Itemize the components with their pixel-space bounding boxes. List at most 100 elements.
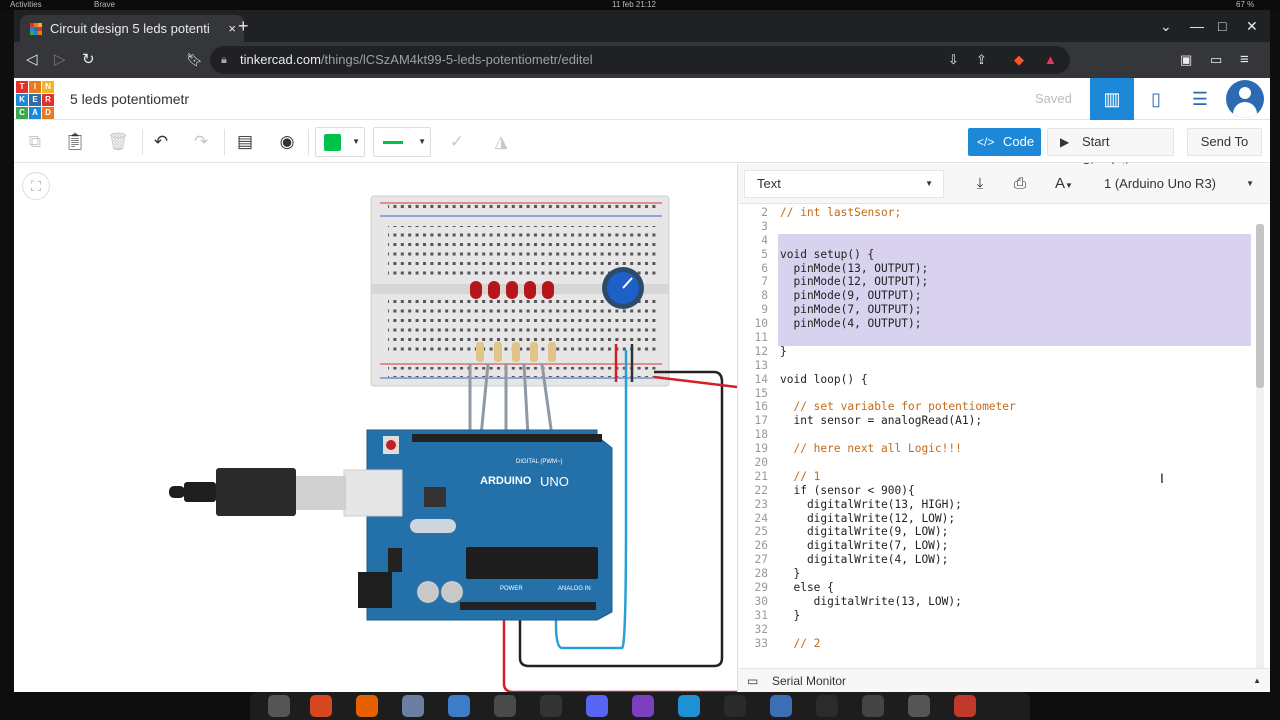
schematic-view-icon[interactable]: ▯	[1151, 89, 1161, 109]
paste-icon[interactable]: 📋︎	[64, 132, 86, 151]
activities-label[interactable]: Activities	[10, 0, 42, 9]
code-line[interactable]: 23 digitalWrite(13, HIGH);	[738, 498, 1258, 512]
component-list-icon[interactable]: ☰	[1191, 89, 1209, 109]
battery-status[interactable]: 67 %	[1236, 0, 1255, 9]
user-avatar[interactable]	[1226, 80, 1264, 118]
code-line[interactable]: 26 digitalWrite(7, LOW);	[738, 539, 1258, 553]
undo-icon[interactable]: ↶	[153, 132, 169, 151]
analog-wire[interactable]	[554, 350, 628, 650]
url-field[interactable]: 🔒︎ tinkercad.com/things/lCSzAM4kt99-5-le…	[210, 46, 1070, 74]
app-icon[interactable]	[954, 695, 976, 717]
maximize-icon[interactable]: □	[1218, 18, 1227, 34]
discord-icon[interactable]	[586, 695, 608, 717]
share-icon[interactable]: ⇪	[976, 52, 987, 67]
code-line[interactable]: 6 pinMode(13, OUTPUT);	[738, 262, 1258, 276]
code-mode-select[interactable]: Text▼	[744, 170, 944, 198]
mirror-icon[interactable]: ◮	[494, 132, 508, 151]
code-line[interactable]: 2// int lastSensor;	[738, 206, 1258, 220]
component-color-picker[interactable]: ▼	[315, 127, 365, 157]
font-size-icon[interactable]: A▼	[1055, 175, 1073, 192]
code-line[interactable]: 7 pinMode(12, OUTPUT);	[738, 275, 1258, 289]
text-editor-icon[interactable]	[448, 695, 470, 717]
code-line[interactable]: 20	[738, 456, 1258, 470]
code-line[interactable]: 33 // 2	[738, 637, 1258, 651]
code-line[interactable]: 12}	[738, 345, 1258, 359]
app-grid-icon[interactable]	[268, 695, 290, 717]
trash-icon[interactable]	[862, 695, 884, 717]
editor-scrollbar-track[interactable]	[1256, 224, 1264, 668]
copy-icon[interactable]: ⧉	[28, 132, 42, 151]
code-line[interactable]: 13	[738, 359, 1258, 373]
signal-wires[interactable]	[468, 363, 554, 437]
files-icon[interactable]	[402, 695, 424, 717]
tab-close-icon[interactable]: ×	[228, 21, 236, 36]
code-line[interactable]: 4	[738, 234, 1258, 248]
delete-icon[interactable]: 🗑︎	[107, 132, 129, 151]
code-line[interactable]: 3	[738, 220, 1258, 234]
brave-rewards-icon[interactable]: ▲	[1044, 52, 1057, 67]
terminal-icon[interactable]	[494, 695, 516, 717]
wire-type-picker[interactable]: ▼	[373, 127, 431, 157]
media-icon[interactable]	[632, 695, 654, 717]
bookmark-icon[interactable]: 🔖︎	[186, 52, 203, 67]
firefox-icon[interactable]	[356, 695, 378, 717]
code-line[interactable]: 32	[738, 623, 1258, 637]
clock[interactable]: 11 feb 21:12	[612, 0, 656, 9]
menu-icon[interactable]: ≡	[1240, 51, 1249, 68]
code-line[interactable]: 30 digitalWrite(13, LOW);	[738, 595, 1258, 609]
forward-icon[interactable]: ▷	[54, 51, 66, 68]
code-line[interactable]: 15	[738, 387, 1258, 401]
code-line[interactable]: 28 }	[738, 567, 1258, 581]
send-to-button[interactable]: Send To	[1187, 128, 1262, 156]
code-line[interactable]: 16 // set variable for potentiometer	[738, 400, 1258, 414]
code-line[interactable]: 27 digitalWrite(4, LOW);	[738, 553, 1258, 567]
breadboard[interactable]	[370, 195, 670, 387]
wallet-icon[interactable]: ▭	[1210, 52, 1223, 67]
brave-browser-icon[interactable]	[310, 695, 332, 717]
brave-shields-icon[interactable]: ◆	[1014, 52, 1024, 67]
code-line[interactable]: 18	[738, 428, 1258, 442]
rotate-icon[interactable]: ✓	[449, 132, 465, 151]
github-icon[interactable]	[724, 695, 746, 717]
device-select[interactable]: 1 (Arduino Uno R3)▼	[1098, 170, 1264, 198]
download-icon[interactable]: ⤓	[976, 175, 984, 192]
arduino-uno-board[interactable]: ARDUINO UNO DIGITAL (PWM~) POWER ANALOG …	[366, 429, 613, 621]
new-tab-button[interactable]: +	[238, 16, 249, 36]
settings-icon[interactable]	[540, 695, 562, 717]
editor-scrollbar-thumb[interactable]	[1256, 224, 1264, 388]
code-line[interactable]: 19 // here next all Logic!!!	[738, 442, 1258, 456]
code-line[interactable]: 22 if (sensor < 900){	[738, 484, 1258, 498]
code-line[interactable]: 21 // 1	[738, 470, 1258, 484]
redo-icon[interactable]: ↷	[193, 132, 209, 151]
back-icon[interactable]: ◁	[26, 51, 38, 68]
install-app-icon[interactable]: ⇩	[948, 52, 959, 67]
fit-view-icon[interactable]: ⛶	[22, 172, 50, 200]
sidebar-toggle-icon[interactable]: ▣	[1180, 52, 1193, 67]
code-line[interactable]: 8 pinMode(9, OUTPUT);	[738, 289, 1258, 303]
project-name[interactable]: 5 leds potentiometr	[70, 91, 190, 107]
code-line[interactable]: 17 int sensor = analogRead(A1);	[738, 414, 1258, 428]
ground-return-wire[interactable]	[518, 370, 724, 668]
start-simulation-button[interactable]: ▶Start Simulation	[1047, 128, 1174, 175]
notes-visibility-icon[interactable]: ◉	[279, 132, 295, 151]
code-line[interactable]: 11	[738, 331, 1258, 345]
monitor-icon[interactable]	[908, 695, 930, 717]
power-return-wire[interactable]	[653, 375, 737, 389]
circuit-canvas[interactable]: ⛶	[14, 164, 737, 692]
code-line[interactable]: 29 else {	[738, 581, 1258, 595]
usb-cable[interactable]	[169, 468, 403, 517]
minimize-icon[interactable]: —	[1190, 18, 1204, 34]
resistor-row[interactable]	[476, 342, 556, 362]
tinkercad-logo[interactable]: T I N K E R C A D	[16, 81, 54, 119]
code-line[interactable]: 25 digitalWrite(9, LOW);	[738, 525, 1258, 539]
led-row[interactable]	[470, 281, 554, 299]
reload-icon[interactable]: ↻	[82, 51, 95, 68]
circuit-view-icon[interactable]: ▥	[1090, 78, 1134, 120]
upload-library-icon[interactable]: ⎙	[1013, 175, 1026, 192]
code-line[interactable]: 24 digitalWrite(12, LOW);	[738, 512, 1258, 526]
serial-monitor-bar[interactable]: ▭ Serial Monitor ▲	[738, 668, 1270, 692]
tab-search-icon[interactable]: ⌄	[1160, 18, 1172, 34]
